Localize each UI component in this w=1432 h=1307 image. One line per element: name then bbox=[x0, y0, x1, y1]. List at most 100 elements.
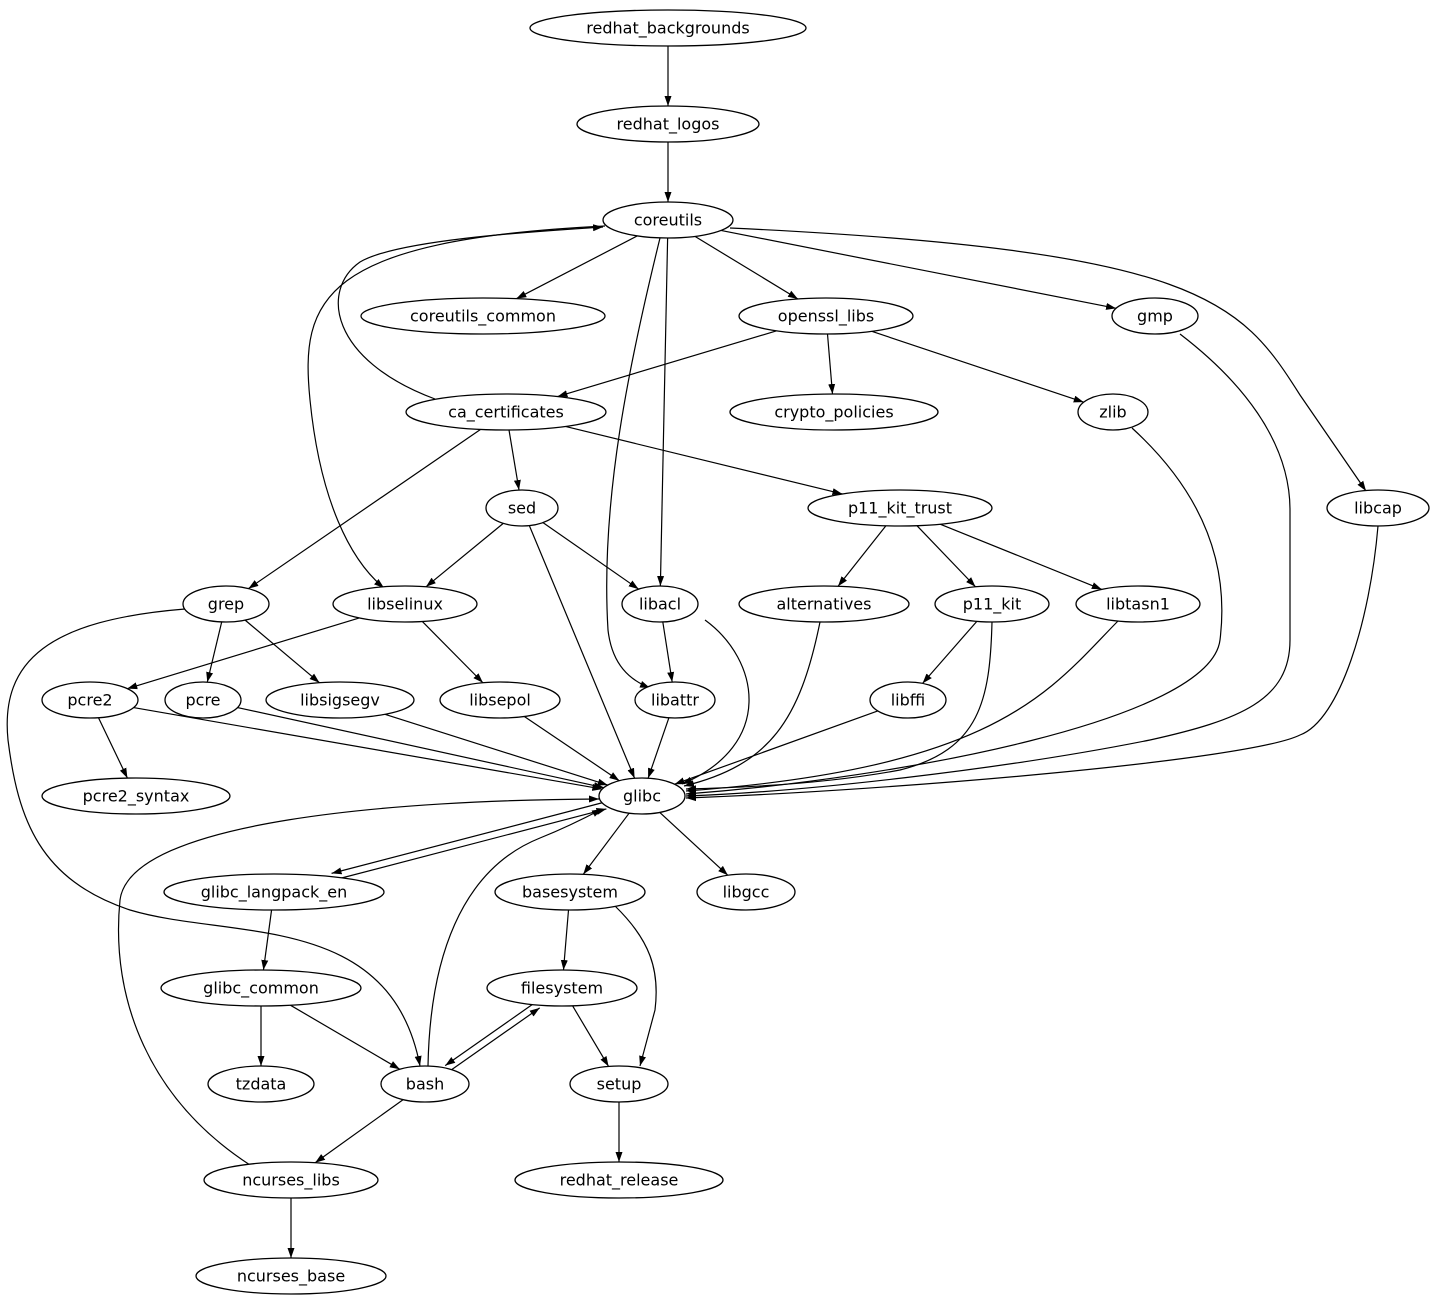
node-ellipse bbox=[634, 681, 716, 719]
node-ellipse bbox=[439, 681, 561, 719]
edge-libsepol-to-glibc bbox=[523, 715, 620, 782]
node-ellipse bbox=[265, 681, 415, 719]
node-libcap: libcap bbox=[1326, 489, 1430, 527]
node-pcre: pcre bbox=[164, 681, 242, 719]
edge-bash-to-ncurses-libs bbox=[314, 1099, 404, 1164]
node-label: crypto_policies bbox=[774, 403, 893, 423]
edge-alternatives-to-glibc bbox=[683, 621, 821, 788]
node-coreutils-common: coreutils_common bbox=[360, 297, 606, 335]
node-ellipse bbox=[360, 297, 606, 335]
edge-filesystem-to-bash bbox=[444, 1001, 537, 1067]
node-label: zlib bbox=[1099, 403, 1126, 422]
edge-coreutils-to-openssl-libs bbox=[694, 235, 799, 300]
node-bash: bash bbox=[380, 1065, 470, 1103]
node-ellipse bbox=[934, 585, 1050, 623]
node-label: libacl bbox=[639, 595, 681, 614]
node-filesystem: filesystem bbox=[486, 969, 638, 1007]
node-ellipse bbox=[529, 9, 807, 47]
node-pcre2-syntax: pcre2_syntax bbox=[41, 777, 231, 815]
node-label: libselinux bbox=[367, 595, 443, 614]
node-ellipse bbox=[1111, 297, 1199, 335]
edge-coreutils-to-libselinux bbox=[307, 225, 606, 589]
node-label: tzdata bbox=[236, 1075, 287, 1094]
node-label: libtasn1 bbox=[1106, 595, 1170, 614]
edge-coreutils-to-libcap bbox=[729, 227, 1367, 492]
node-label: libattr bbox=[651, 691, 699, 710]
node-ellipse bbox=[486, 969, 638, 1007]
node-p11-kit-trust: p11_kit_trust bbox=[807, 489, 993, 527]
edge-ca-certificates-to-p11-kit-trust bbox=[565, 425, 843, 495]
node-ncurses-libs: ncurses_libs bbox=[203, 1161, 379, 1199]
node-ellipse bbox=[1077, 393, 1149, 431]
edge-ca-certificates-to-grep bbox=[248, 428, 481, 590]
node-libacl: libacl bbox=[621, 585, 699, 623]
edge-basesystem-to-filesystem bbox=[560, 909, 570, 971]
node-ellipse bbox=[738, 297, 914, 335]
edge-grep-to-bash bbox=[6, 608, 422, 1067]
edge-bash-to-filesystem bbox=[448, 1007, 541, 1072]
edge-glibc-to-libgcc bbox=[659, 811, 729, 876]
node-label: sed bbox=[508, 499, 536, 518]
edge-libattr-to-glibc bbox=[647, 717, 670, 779]
edge-coreutils-to-gmp bbox=[720, 229, 1117, 310]
node-redhat-backgrounds: redhat_backgrounds bbox=[529, 9, 807, 47]
edge-libselinux-to-libsepol bbox=[421, 621, 484, 684]
node-p11-kit: p11_kit bbox=[934, 585, 1050, 623]
edge-bash-to-glibc bbox=[427, 808, 603, 1067]
edge-sed-to-glibc bbox=[528, 525, 636, 779]
node-zlib: zlib bbox=[1077, 393, 1149, 431]
edge-pcre2-to-pcre2-syntax bbox=[97, 717, 128, 779]
node-label: p11_kit bbox=[963, 595, 1022, 615]
node-ellipse bbox=[1075, 585, 1201, 623]
node-alternatives: alternatives bbox=[738, 585, 910, 623]
edge-sed-to-libacl bbox=[542, 522, 639, 590]
node-libgcc: libgcc bbox=[696, 873, 796, 911]
node-label: coreutils_common bbox=[410, 307, 556, 327]
node-crypto-policies: crypto_policies bbox=[729, 393, 939, 431]
edge-pcre2-to-glibc bbox=[133, 706, 603, 791]
node-ellipse bbox=[738, 585, 910, 623]
edge-glibc-common-to-bash bbox=[290, 1004, 401, 1070]
node-label: gmp bbox=[1137, 307, 1173, 326]
edge-coreutils-to-libacl bbox=[657, 237, 669, 587]
node-ellipse bbox=[514, 1161, 724, 1199]
node-libffi: libffi bbox=[869, 681, 947, 719]
edge-grep-to-libsigsegv bbox=[244, 619, 320, 684]
node-label: redhat_backgrounds bbox=[586, 19, 749, 39]
node-libsepol: libsepol bbox=[439, 681, 561, 719]
edge-gmp-to-glibc bbox=[685, 333, 1291, 800]
node-ellipse bbox=[195, 1257, 387, 1295]
node-grep: grep bbox=[182, 585, 270, 623]
edge-glibc-to-glibc-langpack-en bbox=[331, 801, 605, 875]
node-redhat-release: redhat_release bbox=[514, 1161, 724, 1199]
node-ellipse bbox=[696, 873, 796, 911]
node-label: pcre2 bbox=[67, 691, 112, 710]
node-ellipse bbox=[203, 1161, 379, 1199]
node-label: libcap bbox=[1354, 499, 1402, 518]
node-redhat-logos: redhat_logos bbox=[576, 105, 760, 143]
node-setup: setup bbox=[569, 1065, 669, 1103]
node-tzdata: tzdata bbox=[207, 1065, 315, 1103]
edge-openssl-libs-to-zlib bbox=[871, 330, 1084, 403]
edge-pcre-to-glibc bbox=[237, 706, 605, 789]
node-label: filesystem bbox=[521, 979, 603, 998]
node-label: ncurses_base bbox=[237, 1267, 345, 1287]
node-ellipse bbox=[569, 1065, 669, 1103]
edge-p11-kit-trust-to-libtasn1 bbox=[939, 523, 1103, 590]
node-basesystem: basesystem bbox=[494, 873, 646, 911]
node-ncurses-base: ncurses_base bbox=[195, 1257, 387, 1295]
edge-grep-to-pcre bbox=[206, 621, 223, 683]
node-pcre2: pcre2 bbox=[41, 681, 139, 719]
edge-libcap-to-glibc bbox=[685, 525, 1379, 802]
node-label: redhat_release bbox=[560, 1171, 679, 1191]
edge-openssl-libs-to-crypto-policies bbox=[826, 333, 836, 395]
node-libattr: libattr bbox=[634, 681, 716, 719]
node-label: redhat_logos bbox=[617, 115, 720, 135]
edge-libacl-to-glibc bbox=[681, 619, 750, 785]
node-label: pcre bbox=[185, 691, 220, 710]
node-ellipse bbox=[485, 489, 559, 527]
node-label: basesystem bbox=[522, 883, 618, 902]
node-glibc-langpack-en: glibc_langpack_en bbox=[163, 873, 385, 911]
edge-libselinux-to-pcre2 bbox=[127, 617, 360, 690]
